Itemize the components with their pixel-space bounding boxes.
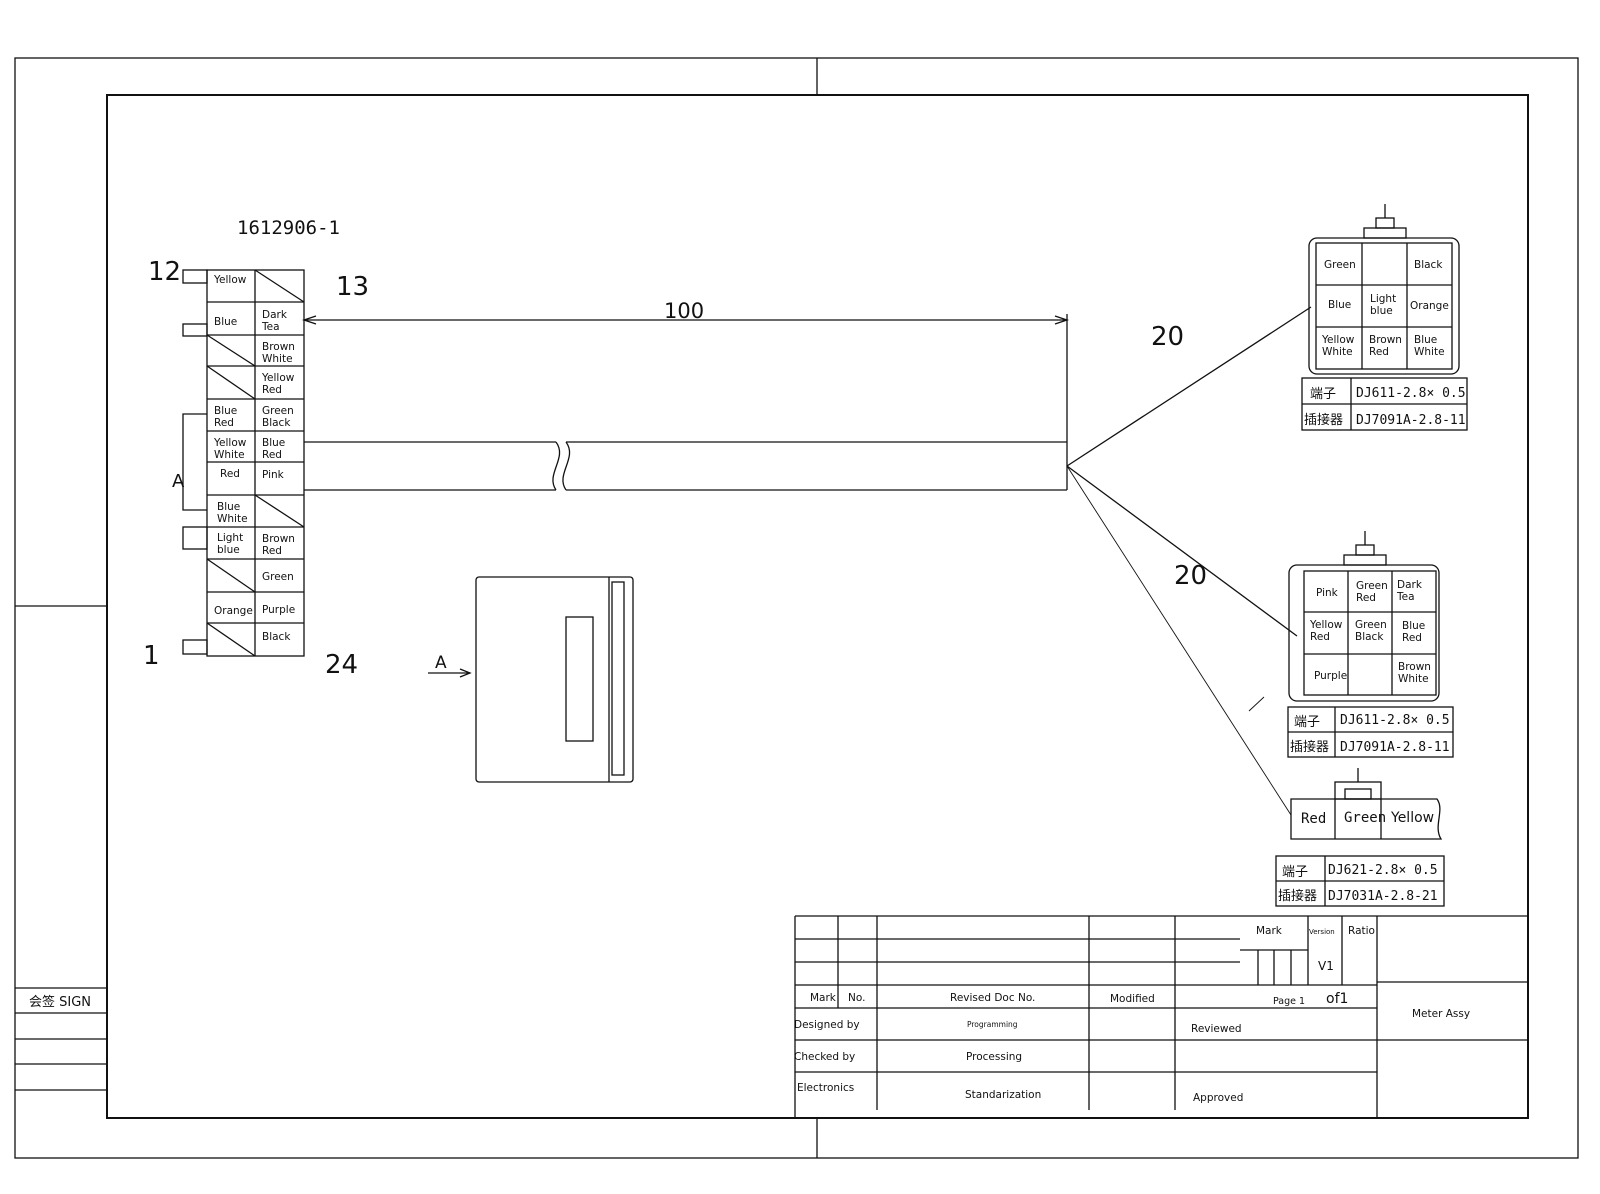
- tb-programming: Programming: [967, 1020, 1018, 1029]
- conn1-connector-value: DJ7091A-2.8-11: [1356, 413, 1466, 428]
- length-dimension: [301, 314, 1070, 442]
- tb-page: Page 1: [1273, 996, 1305, 1007]
- branch-length-1: 20: [1151, 322, 1184, 352]
- conn1-cell-label: Black: [1414, 259, 1443, 271]
- inner-frame: [106, 94, 1529, 1119]
- connector-3-labels: Red Green Yellow 端子 DJ621-2.8× 0.5 插接器 D…: [1278, 810, 1438, 904]
- left-cell-label: Blue: [214, 316, 237, 328]
- conn2-terminal-label: 端子: [1294, 715, 1320, 730]
- title-block-labels: Mark No. Revised Doc No. Modified Mark V…: [794, 925, 1470, 1104]
- tb-no: No.: [848, 992, 865, 1004]
- wire-bundle: [304, 306, 1312, 816]
- conn3-cell-label: Green: [1344, 810, 1386, 826]
- conn2-terminal-value: DJ611-2.8× 0.5: [1340, 713, 1450, 728]
- left-cell-label: Yellow: [213, 274, 247, 286]
- view-a: [428, 576, 634, 783]
- connector-1-shape: [1301, 204, 1468, 431]
- conn3-cell-label: Red: [1301, 811, 1326, 827]
- tb-revised-doc: Revised Doc No.: [950, 992, 1035, 1004]
- tb-checked-by: Checked by: [794, 1051, 855, 1063]
- conn3-terminal-label: 端子: [1282, 865, 1308, 880]
- tb-of: of1: [1326, 991, 1348, 1007]
- conn3-connector-value: DJ7031A-2.8-21: [1328, 889, 1438, 904]
- branch-length-2: 20: [1174, 561, 1207, 591]
- conn1-terminal-label: 端子: [1310, 387, 1336, 402]
- sign-block: [15, 987, 107, 1091]
- left-cell-label: Green: [262, 571, 294, 583]
- conn1-cell-label: Blue: [1328, 299, 1351, 311]
- tb-electronics: Electronics: [797, 1082, 854, 1094]
- title-block-grid: [794, 915, 1528, 1118]
- tb-mark: Mark: [810, 992, 837, 1004]
- pin-number-24: 24: [325, 650, 358, 680]
- conn1-connector-label: 插接器: [1304, 412, 1343, 428]
- conn3-cell-label: Yellow: [1390, 810, 1434, 826]
- pin-number-13: 13: [336, 272, 369, 302]
- left-cell-label: Orange: [214, 605, 253, 617]
- tb-version: Version: [1309, 928, 1335, 936]
- conn1-cell-label: Green: [1324, 259, 1356, 271]
- tb-drawing-title: Meter Assy: [1412, 1008, 1470, 1020]
- tb-reviewed: Reviewed: [1191, 1023, 1242, 1035]
- left-cell-label: Black: [262, 631, 291, 643]
- tb-approved: Approved: [1193, 1092, 1243, 1104]
- tb-processing: Processing: [966, 1051, 1022, 1063]
- outer-frame: [14, 57, 1579, 1159]
- left-connector: [182, 269, 305, 657]
- conn1-terminal-value: DJ611-2.8× 0.5: [1356, 386, 1466, 401]
- part-number: 1612906-1: [237, 217, 340, 239]
- conn3-terminal-value: DJ621-2.8× 0.5: [1328, 863, 1438, 878]
- tb-modified: Modified: [1110, 993, 1155, 1005]
- conn2-cell-label: Pink: [1316, 587, 1339, 599]
- connector-3-shape: [1275, 768, 1445, 907]
- sign-label: 会签 SIGN: [29, 994, 91, 1010]
- left-cell-label: Purple: [262, 604, 295, 616]
- conn2-cell-label: Purple: [1314, 670, 1347, 682]
- tb-standardization: Standarization: [965, 1089, 1041, 1101]
- pin-number-12: 12: [148, 257, 181, 287]
- tb-mark-2: Mark: [1256, 925, 1283, 937]
- tb-ratio: Ratio: [1348, 925, 1375, 937]
- conn2-connector-label: 插接器: [1290, 739, 1329, 755]
- conn3-connector-label: 插接器: [1278, 888, 1317, 904]
- length-label: 100: [664, 299, 704, 323]
- left-cell-label: Red: [220, 468, 240, 480]
- tb-version-value: V1: [1318, 959, 1334, 973]
- view-arrow-label: A: [435, 653, 447, 673]
- tb-designed-by: Designed by: [794, 1019, 860, 1031]
- conn2-connector-value: DJ7091A-2.8-11: [1340, 740, 1450, 755]
- connector-2-shape: [1287, 531, 1454, 758]
- view-marker-a: A: [172, 471, 185, 492]
- conn1-cell-label: Orange: [1410, 300, 1449, 312]
- left-cell-label: Pink: [262, 469, 285, 481]
- pin-number-1: 1: [143, 641, 160, 671]
